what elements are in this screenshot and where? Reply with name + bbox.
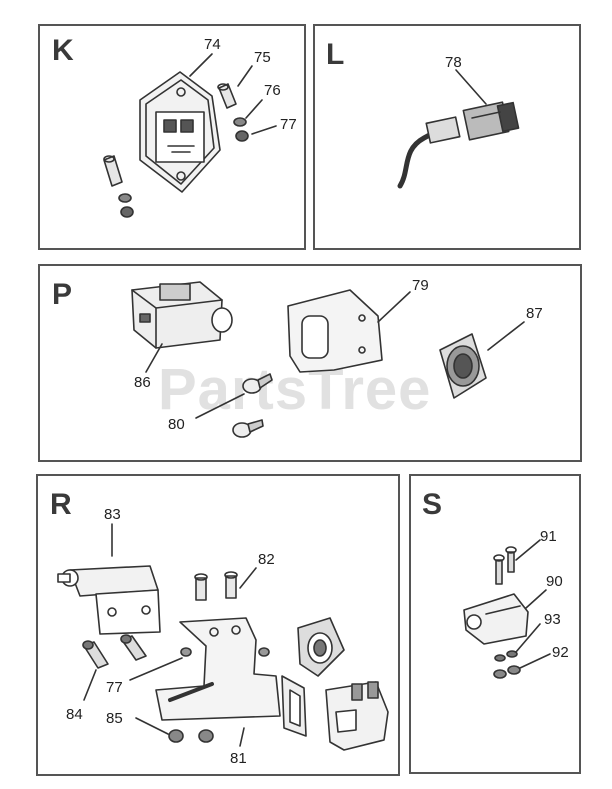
- nut-77-k: [235, 130, 249, 142]
- callout-87: 87: [526, 305, 543, 322]
- bolt-loose-k: [103, 155, 134, 218]
- grommet-87: [439, 333, 487, 399]
- switch-plate-74: [139, 71, 221, 193]
- bracket-79: [287, 289, 383, 373]
- washers-93-92: [493, 650, 521, 679]
- bolts-82: [194, 571, 238, 601]
- relay-86: [131, 281, 233, 349]
- mount-bracket-81: [155, 617, 307, 737]
- panel-r-letter: R: [50, 488, 72, 521]
- callout-76: 76: [264, 82, 281, 99]
- callout-92: 92: [552, 644, 569, 661]
- callout-81: 81: [230, 750, 247, 767]
- callout-78: 78: [445, 54, 462, 71]
- callout-77-k: 77: [280, 116, 297, 133]
- callout-82: 82: [258, 551, 275, 568]
- bolt-75: [217, 83, 237, 109]
- callout-84: 84: [66, 706, 83, 723]
- solenoid-83: [57, 565, 161, 635]
- callout-86: 86: [134, 374, 151, 391]
- screws-80: [232, 373, 273, 438]
- panel-s-letter: S: [422, 488, 443, 521]
- callout-77-r: 77: [106, 679, 123, 696]
- callout-79: 79: [412, 277, 429, 294]
- screws-91: [493, 546, 517, 585]
- callout-83: 83: [104, 506, 121, 523]
- connector-r: [325, 681, 389, 751]
- callout-80: 80: [168, 416, 185, 433]
- bolts-84: [82, 634, 147, 669]
- panel-l-letter: L: [326, 38, 345, 71]
- harness-78: [397, 101, 520, 189]
- grommet-r: [297, 617, 345, 677]
- callout-74: 74: [204, 36, 221, 53]
- switch-90: [463, 593, 529, 645]
- panel-k-letter: K: [52, 34, 74, 67]
- callout-93: 93: [544, 611, 561, 628]
- nuts-85: [168, 729, 214, 743]
- callout-91: 91: [540, 528, 557, 545]
- washer-76: [233, 117, 247, 127]
- callout-85: 85: [106, 710, 123, 727]
- callout-75: 75: [254, 49, 271, 66]
- callout-90: 90: [546, 573, 563, 590]
- panel-p-letter: P: [52, 278, 73, 311]
- partstree-watermark: PartsTree: [158, 357, 432, 422]
